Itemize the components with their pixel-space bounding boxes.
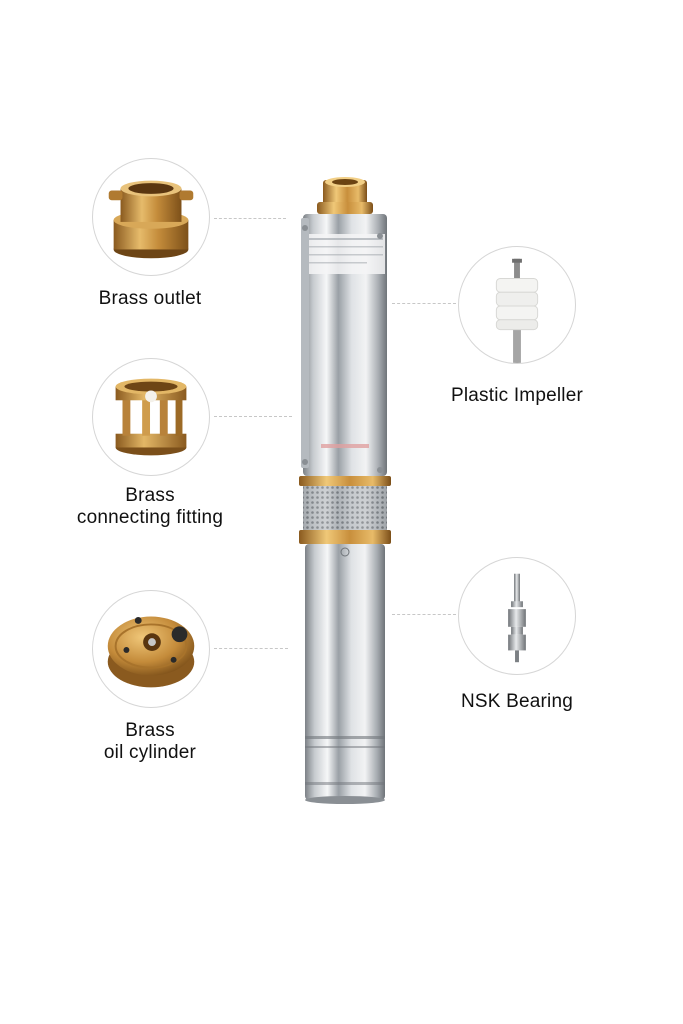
brass-oil-cylinder-photo: [92, 590, 210, 708]
brass-oil-cylinder-line2: oil cylinder: [103, 742, 197, 763]
brass-oil-cylinder-label: Brass oil cylinder: [60, 720, 240, 764]
nsk-bearing-label: NSK Bearing: [460, 691, 574, 712]
brass-oil-cylinder-leader-line: [214, 648, 288, 649]
brass-outlet-label: Brass outlet: [98, 288, 202, 309]
plastic-impeller-photo: [458, 246, 576, 364]
nsk-bearing-leader-line: [392, 614, 456, 615]
plastic-impeller-label: Plastic Impeller: [450, 385, 584, 406]
brass-connecting-fitting-line2: connecting fitting: [76, 507, 224, 528]
plastic-impeller-leader-line: [392, 303, 456, 304]
brass-outlet-photo: [92, 158, 210, 276]
brass-connecting-fitting-photo: [92, 358, 210, 476]
brass-connecting-fitting-leader-line: [214, 416, 292, 417]
nsk-bearing-photo: [458, 557, 576, 675]
submersible-pump-image: [299, 177, 391, 804]
brass-connecting-fitting-label: Brass connecting fitting: [50, 485, 250, 529]
brass-connecting-fitting-line1: Brass: [125, 485, 175, 506]
brass-outlet-leader-line: [214, 218, 286, 219]
brass-oil-cylinder-line1: Brass: [125, 720, 175, 741]
